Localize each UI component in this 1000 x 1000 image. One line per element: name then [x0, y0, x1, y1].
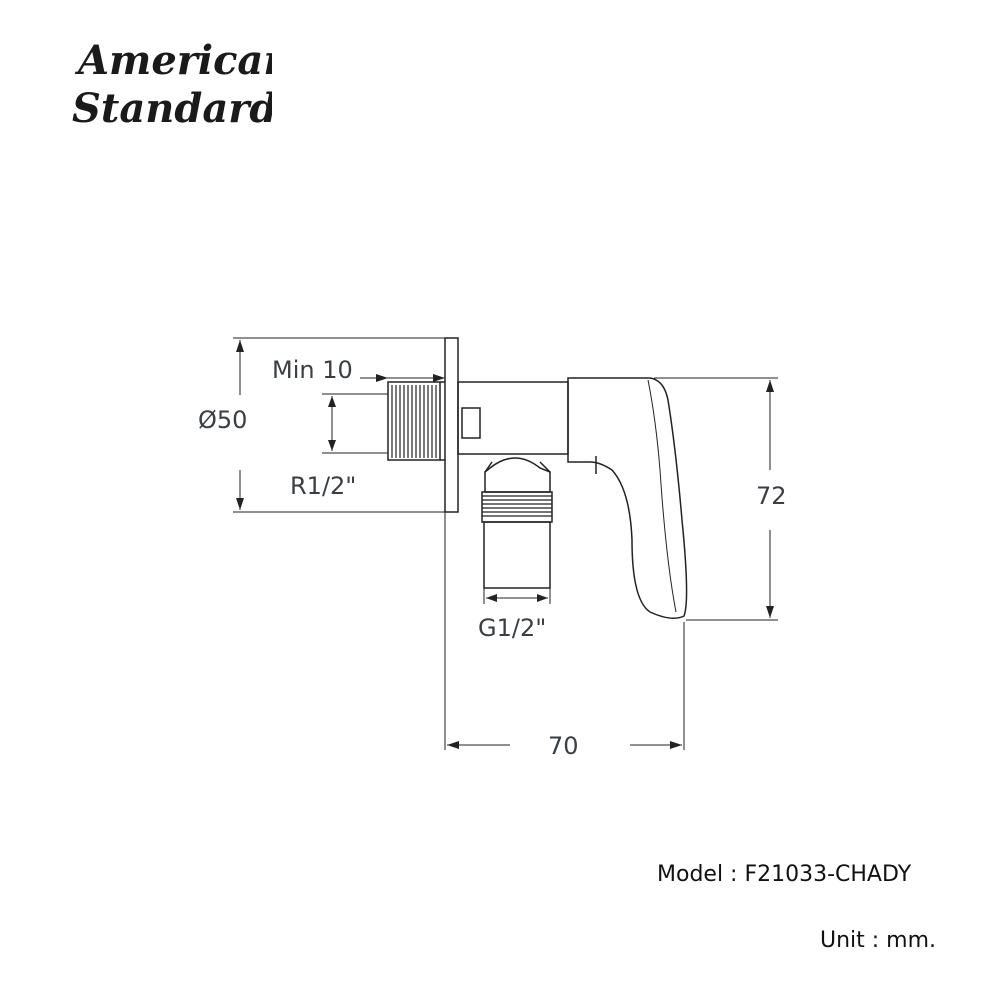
height-label: 72: [756, 482, 787, 510]
brand-logo-line2: Standard: [72, 85, 272, 132]
valve-body: [457, 381, 569, 493]
unit-label: Unit : mm.: [820, 928, 937, 953]
model-label: Model : F21033-CHADY: [657, 862, 912, 887]
brand-logo-line1: American: [74, 38, 272, 84]
valve-handle: [567, 377, 688, 619]
outlet-thread-label: G1/2": [478, 614, 546, 642]
min-depth-label: Min 10: [272, 356, 353, 384]
outlet-thread: [481, 491, 553, 589]
wall-flange: [444, 337, 459, 513]
width-label: 70: [548, 732, 579, 760]
inlet-thread: [387, 381, 441, 461]
flange-diameter-label: Ø50: [198, 406, 247, 434]
inlet-thread-label: R1/2": [290, 472, 356, 500]
brand-logo: American Standard: [72, 38, 272, 132]
